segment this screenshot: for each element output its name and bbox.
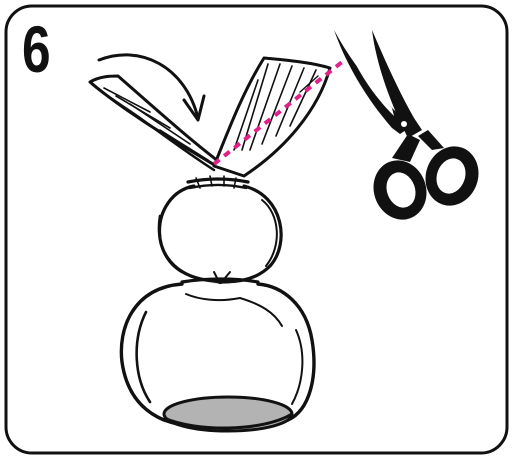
base-shadow — [164, 397, 292, 431]
left-wrapper-flap — [90, 76, 222, 170]
upper-ball — [159, 186, 281, 282]
step-number: 6 — [22, 16, 50, 82]
right-wrapper-flap — [214, 58, 330, 176]
scissors-icon — [334, 30, 487, 227]
